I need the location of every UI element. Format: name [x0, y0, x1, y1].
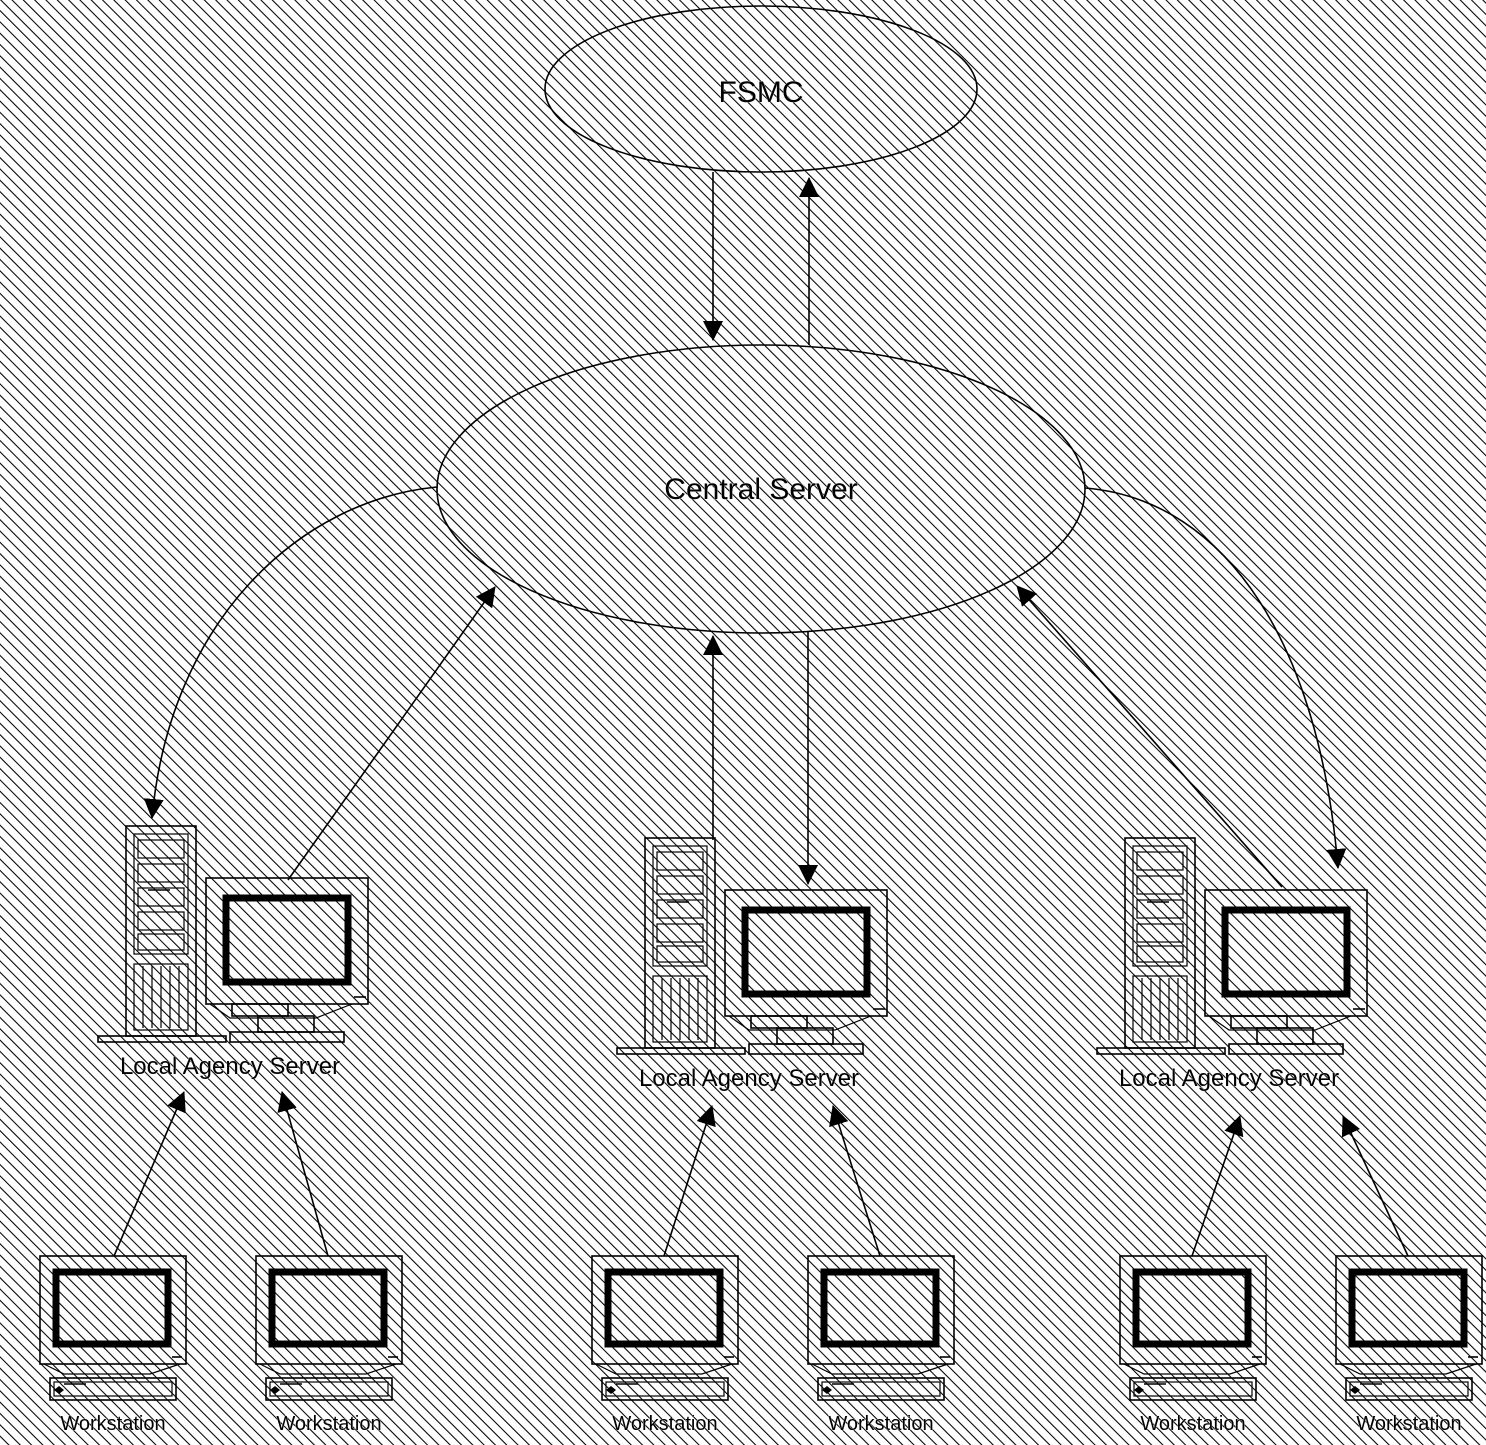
workstation-label: Workstation	[612, 1413, 717, 1435]
edge-local-1-to-central	[287, 586, 496, 881]
workstation-label: Workstation	[1356, 1413, 1461, 1435]
monitor-icon	[1204, 889, 1368, 1055]
edge-local-3-to-central	[1016, 585, 1283, 888]
central-server-node: Central Server	[436, 344, 1086, 634]
monitor-icon	[724, 889, 888, 1055]
local-agency-server-1: Local Agency Server	[97, 825, 369, 1080]
monitor-icon	[205, 877, 369, 1043]
server-tower-icon	[97, 825, 227, 1043]
edge-ws-3-to-local-2	[663, 1105, 716, 1257]
edge-ws-4-to-local-2	[829, 1105, 881, 1257]
local-agency-server-3: Local Agency Server	[1096, 837, 1368, 1092]
edge-ws-5-to-local-3	[1191, 1115, 1244, 1257]
local-agency-server-label: Local Agency Server	[639, 1065, 859, 1092]
workstation-label: Workstation	[828, 1413, 933, 1435]
local-agency-server-2: Local Agency Server	[616, 837, 888, 1092]
workstation-2: Workstation	[255, 1255, 403, 1435]
workstation-1: Workstation	[39, 1255, 187, 1435]
workstation-3: Workstation	[591, 1255, 739, 1435]
workstation-4: Workstation	[807, 1255, 955, 1435]
workstation-label: Workstation	[60, 1413, 165, 1435]
workstation-5: Workstation	[1119, 1255, 1267, 1435]
local-agency-server-label: Local Agency Server	[1119, 1065, 1339, 1092]
edge-ws-6-to-local-3	[1341, 1115, 1409, 1257]
server-tower-icon	[1096, 837, 1226, 1055]
workstation-6: Workstation	[1335, 1255, 1483, 1435]
fsmc-node: FSMC	[544, 5, 978, 173]
central-server-label: Central Server	[664, 473, 857, 506]
fsmc-label: FSMC	[719, 76, 804, 109]
edge-central-to-local-3	[1084, 487, 1347, 869]
edge-ws-2-to-local-1	[277, 1091, 329, 1257]
workstation-label: Workstation	[276, 1413, 381, 1435]
edge-central-to-local-1	[143, 486, 438, 819]
edge-ws-1-to-local-1	[113, 1091, 186, 1257]
local-agency-server-label: Local Agency Server	[120, 1053, 340, 1080]
server-tower-icon	[616, 837, 746, 1055]
workstation-label: Workstation	[1140, 1413, 1245, 1435]
